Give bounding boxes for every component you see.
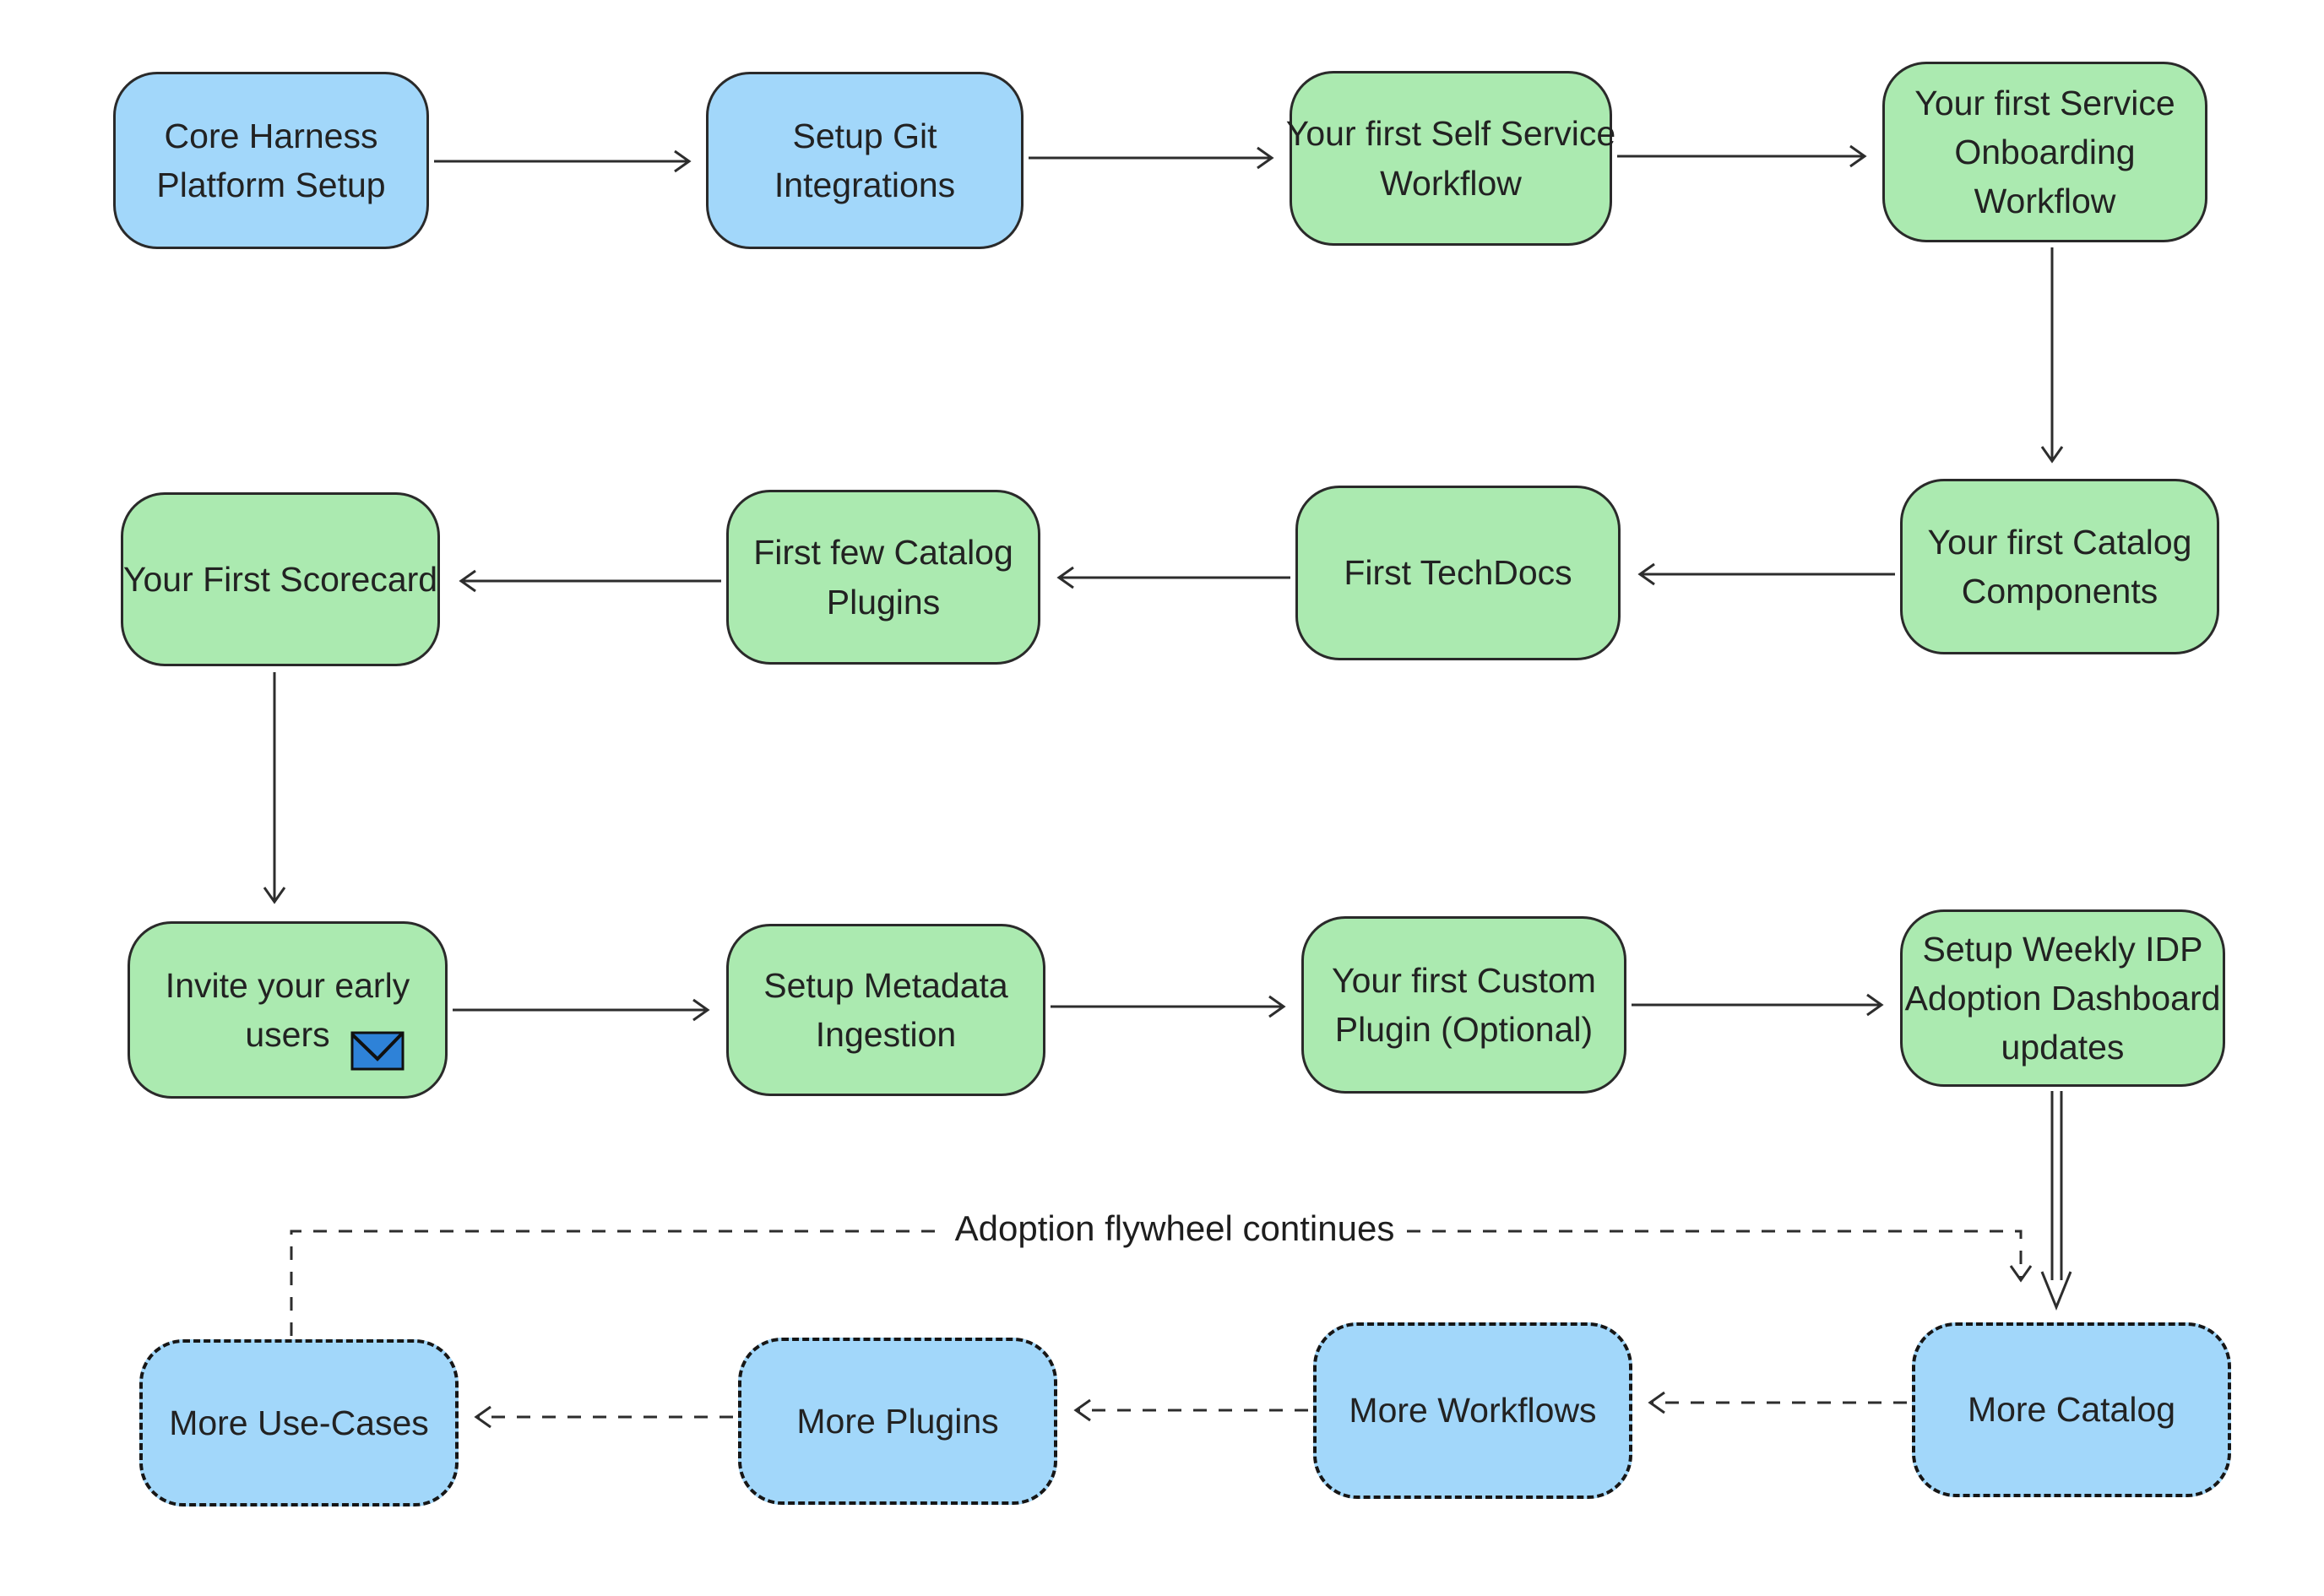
node-label: More Catalog [1967, 1390, 2176, 1430]
node-label: Your first Self Service Workflow [1285, 114, 1616, 203]
node-label: Setup Git Integrations [774, 116, 956, 204]
node-label: Invite your early users [165, 965, 410, 1054]
flywheel-label: Adoption flywheel continues [954, 1208, 1395, 1248]
node-core-harness-platform-setup: Core Harness Platform Setup [113, 72, 429, 249]
node-first-techdocs: First TechDocs [1295, 486, 1621, 660]
node-first-few-catalog-plugins: First few Catalog Plugins [726, 490, 1040, 665]
node-label: Your first Custom Plugin (Optional) [1332, 960, 1596, 1049]
node-label: Core Harness Platform Setup [156, 116, 386, 204]
node-first-self-service-workflow: Your first Self Service Workflow [1286, 71, 1615, 246]
node-more-workflows: More Workflows [1313, 1322, 1632, 1499]
node-label: More Plugins [796, 1401, 999, 1441]
node-more-plugins: More Plugins [738, 1338, 1057, 1505]
node-more-use-cases: More Use-Cases [139, 1339, 459, 1506]
arrow-weekly-dashboard-to-more-catalog [2050, 1091, 2063, 1280]
node-first-service-onboarding-workflow: Your first Service Onboarding Workflow [1882, 62, 2207, 242]
node-label: Your first Service Onboarding Workflow [1914, 83, 2175, 221]
dashed-flywheel-right-segment [1407, 1230, 2033, 1283]
node-label: Your first Catalog Components [1927, 522, 2192, 611]
node-label: Your First Scorecard [122, 559, 438, 599]
node-setup-metadata-ingestion: Setup Metadata Ingestion [726, 924, 1045, 1096]
node-label: First TechDocs [1344, 553, 1572, 593]
node-first-custom-plugin: Your first Custom Plugin (Optional) [1301, 916, 1626, 1094]
node-label: More Use-Cases [169, 1403, 429, 1442]
node-label: First few Catalog Plugins [753, 533, 1013, 622]
node-first-scorecard: Your First Scorecard [121, 492, 440, 666]
node-setup-git-integrations: Setup Git Integrations [706, 72, 1024, 249]
node-label: Setup Metadata Ingestion [763, 965, 1008, 1054]
node-label: More Workflows [1349, 1391, 1597, 1430]
arrowhead-weekly-dashboard-to-more-catalog [2040, 1271, 2072, 1311]
node-label: Setup Weekly IDP Adoption Dashboard upda… [1904, 929, 2221, 1067]
node-more-catalog: More Catalog [1912, 1322, 2231, 1497]
node-invite-early-users: Invite your early users [128, 921, 448, 1099]
node-first-catalog-components: Your first Catalog Components [1900, 479, 2219, 654]
dashed-flywheel-left-segment [290, 1230, 944, 1336]
node-weekly-idp-adoption-dashboard: Setup Weekly IDP Adoption Dashboard upda… [1900, 909, 2225, 1087]
